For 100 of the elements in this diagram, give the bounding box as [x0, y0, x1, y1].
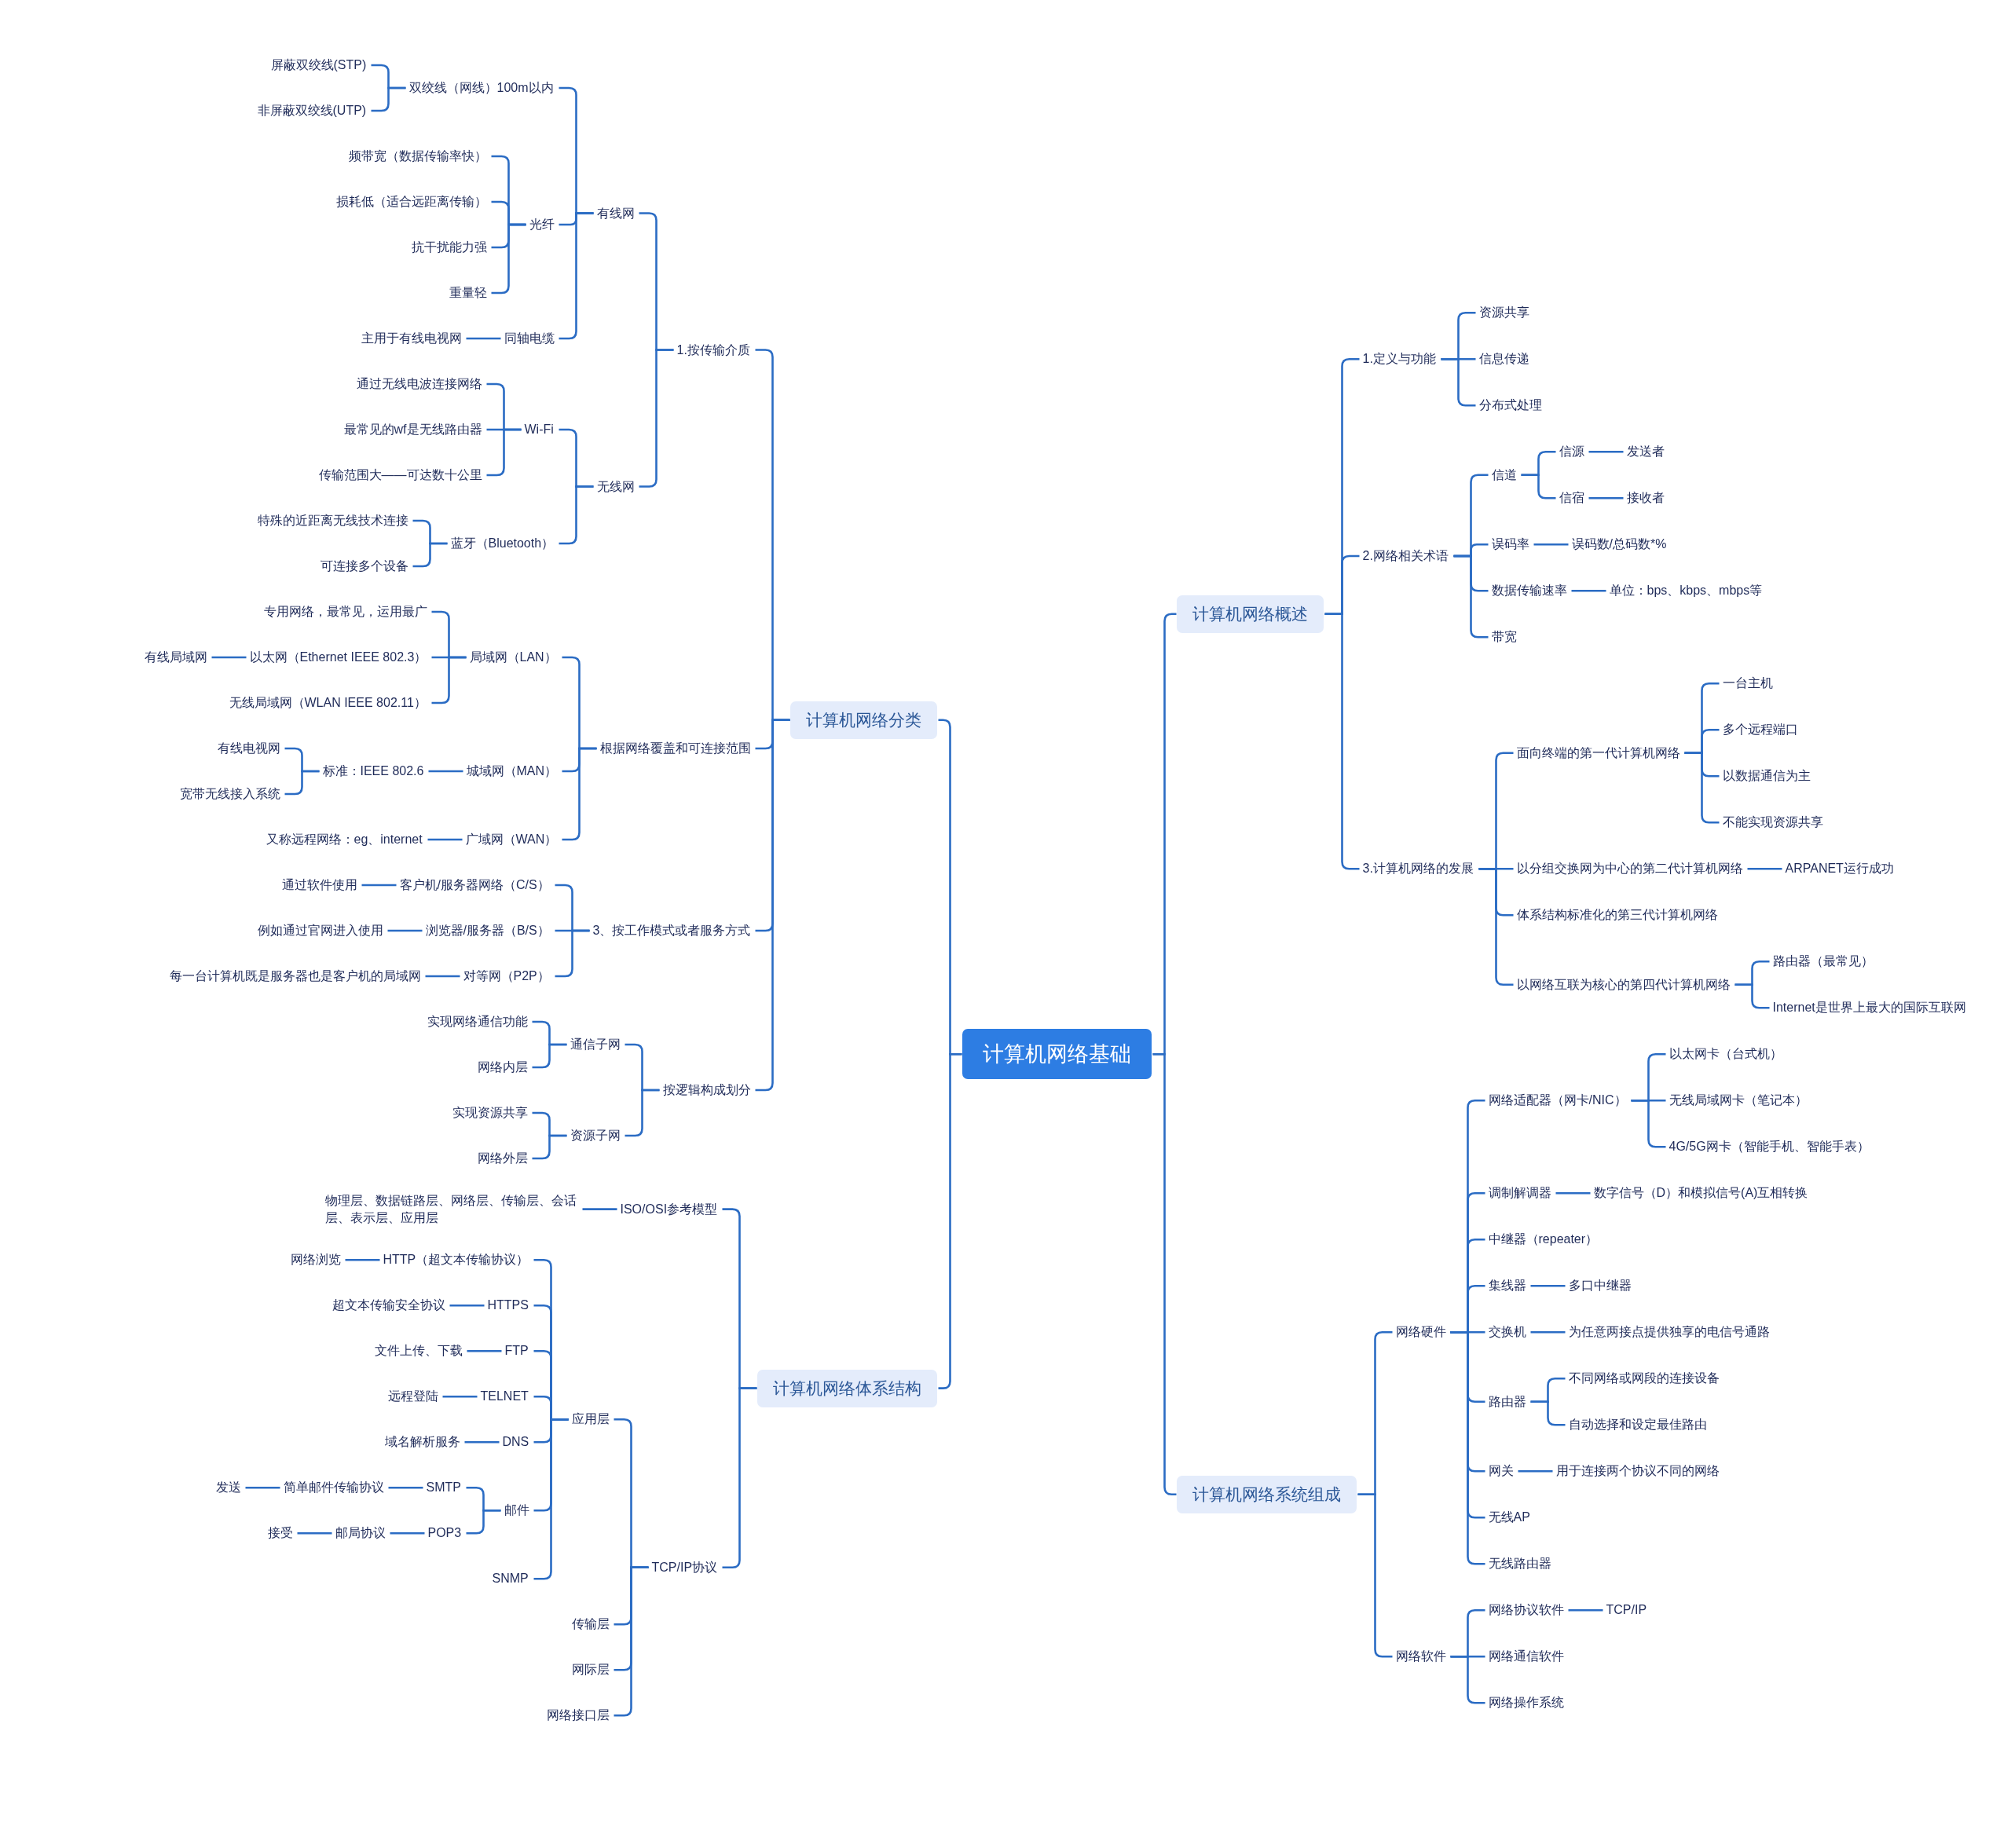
connector-line [428, 770, 463, 773]
topic-text: 有线网 [593, 204, 638, 222]
connector-line [1521, 474, 1556, 500]
connector-line [1734, 983, 1770, 1009]
topic-text: 传输层 [568, 1616, 613, 1633]
topic-text: 有线局域网 [141, 649, 211, 666]
branch-topic: 计算机网络概述 [1176, 595, 1324, 633]
topic-text: 抗干扰能力强 [408, 239, 490, 256]
connector-line [442, 1395, 478, 1398]
connector-line [427, 838, 463, 841]
topic-text: 3、按工作模式或者服务方式 [589, 922, 754, 939]
topic-text: 信宿 [1555, 489, 1588, 507]
topic-text: 网络外层 [474, 1150, 531, 1167]
topic-text: 域名解析服务 [381, 1433, 463, 1451]
topic-text: 屏蔽双绞线(STP) [267, 57, 370, 74]
topic-text: 一台主机 [1719, 675, 1776, 692]
connector-line [361, 884, 397, 887]
branch-topic: 计算机网络分类 [789, 701, 937, 739]
branch-topic: 计算机网络系统组成 [1176, 1475, 1357, 1513]
topic-text: 多个远程端口 [1719, 721, 1801, 738]
branch-topic: 计算机网络体系结构 [756, 1369, 937, 1407]
root-topic: 计算机网络基础 [962, 1029, 1152, 1080]
connector-line [533, 1418, 569, 1580]
topic-text: 网络浏览 [287, 1251, 344, 1268]
topic-text: 以分组交换网为中心的第二代计算机网络 [1513, 860, 1746, 877]
topic-text: 网关 [1485, 1462, 1517, 1480]
connector-line [425, 975, 460, 978]
connector-line [297, 1531, 332, 1535]
topic-text: 数字信号（D）和模拟信号(A)互相转换 [1590, 1184, 1811, 1202]
topic-text: 网络适配器（网卡/NIC） [1485, 1092, 1630, 1109]
topic-text: 调制解调器 [1485, 1184, 1555, 1202]
topic-text: 网络通信软件 [1485, 1648, 1567, 1665]
topic-text: 数据传输速率 [1488, 582, 1570, 599]
topic-text: 体系结构标准化的第三代计算机网络 [1513, 906, 1721, 924]
topic-text: 误码数/总码数*% [1568, 536, 1670, 553]
connector-line [390, 1531, 425, 1535]
topic-text: 多口中继器 [1565, 1277, 1635, 1294]
topic-text: 超文本传输安全协议 [328, 1297, 449, 1314]
topic-text: 专用网络，最常见，运用最广 [260, 603, 430, 620]
topic-text: 传输范围大——可达数十公里 [315, 467, 485, 484]
connector-line [371, 86, 406, 112]
connector-line [387, 929, 423, 932]
topic-text: 发送 [212, 1479, 244, 1496]
connector-line [1530, 1330, 1566, 1334]
topic-text: 按逻辑构成划分 [659, 1081, 754, 1099]
topic-text: 又称远程网络：eg、internet [262, 831, 426, 848]
connector-line [466, 1509, 501, 1535]
connector-line [284, 770, 320, 796]
topic-text: 资源共享 [1475, 304, 1533, 321]
connector-line [449, 1304, 485, 1307]
topic-text: 浏览器/服务器（B/S） [422, 922, 553, 939]
topic-text: 无线路由器 [1485, 1555, 1555, 1572]
topic-text: 信息传递 [1475, 350, 1533, 368]
connector-line [345, 1258, 380, 1261]
topic-text: FTP [501, 1342, 532, 1359]
topic-text: 自动选择和设定最佳路由 [1565, 1416, 1710, 1433]
connector-line [582, 1208, 617, 1210]
connector-line [245, 1486, 280, 1489]
topic-text: 最常见的wf是无线路由器 [340, 421, 485, 438]
topic-text: Wi-Fi [521, 421, 557, 438]
topic-text: 以太网（Ethernet IEEE 802.3） [246, 649, 430, 666]
topic-text: 双绞线（网线）100m以内 [405, 79, 557, 97]
topic-text: 无线网 [593, 478, 638, 496]
connector-line [1588, 496, 1624, 500]
topic-text: 以太网卡（台式机） [1665, 1045, 1786, 1063]
topic-text: 实现网络通信功能 [423, 1013, 531, 1030]
connector-line [1571, 589, 1606, 592]
topic-text: 有线电视网 [214, 740, 284, 757]
topic-text: 应用层 [568, 1411, 613, 1428]
topic-text: 非屏蔽双绞线(UTP) [254, 102, 370, 119]
topic-text: DNS [499, 1433, 533, 1451]
topic-text: POP3 [424, 1524, 465, 1542]
topic-text: 用于连接两个协议不同的网络 [1552, 1462, 1723, 1480]
topic-text: 主用于有线电视网 [357, 330, 465, 347]
connector-line [532, 1043, 567, 1069]
topic-text: 网络内层 [474, 1059, 531, 1076]
topic-text: SMTP [423, 1479, 464, 1496]
topic-text: 损耗低（适合远距离传输） [332, 193, 490, 210]
topic-text: 网络操作系统 [1485, 1694, 1567, 1711]
topic-text: 通过无线电波连接网络 [353, 375, 485, 393]
topic-text: 集线器 [1485, 1277, 1529, 1294]
connector-line [388, 1486, 423, 1489]
topic-text: 接收者 [1623, 489, 1668, 507]
connector-line [467, 1349, 502, 1352]
topic-text: 信道 [1488, 466, 1520, 484]
topic-text: 城域网（MAN） [463, 763, 561, 780]
topic-text: TCP/IP [1603, 1601, 1650, 1619]
topic-text: 误码率 [1488, 536, 1533, 553]
topic-text: 网络协议软件 [1485, 1601, 1567, 1619]
topic-text: 宽带无线接入系统 [176, 785, 284, 803]
topic-text: 单位：bps、kbps、mbps等 [1606, 582, 1766, 599]
topic-text: HTTP（超文本传输协议） [379, 1251, 533, 1268]
topic-text: 1.按传输介质 [673, 341, 753, 359]
topic-text: 重量轻 [445, 284, 490, 302]
topic-text: 同轴电缆 [500, 330, 558, 347]
topic-text: ARPANET运行成功 [1782, 860, 1897, 877]
topic-text: 通信子网 [566, 1036, 624, 1053]
topic-text: 标准：IEEE 802.6 [319, 763, 427, 780]
topic-text: 接受 [264, 1524, 296, 1542]
connector-line [211, 656, 247, 659]
